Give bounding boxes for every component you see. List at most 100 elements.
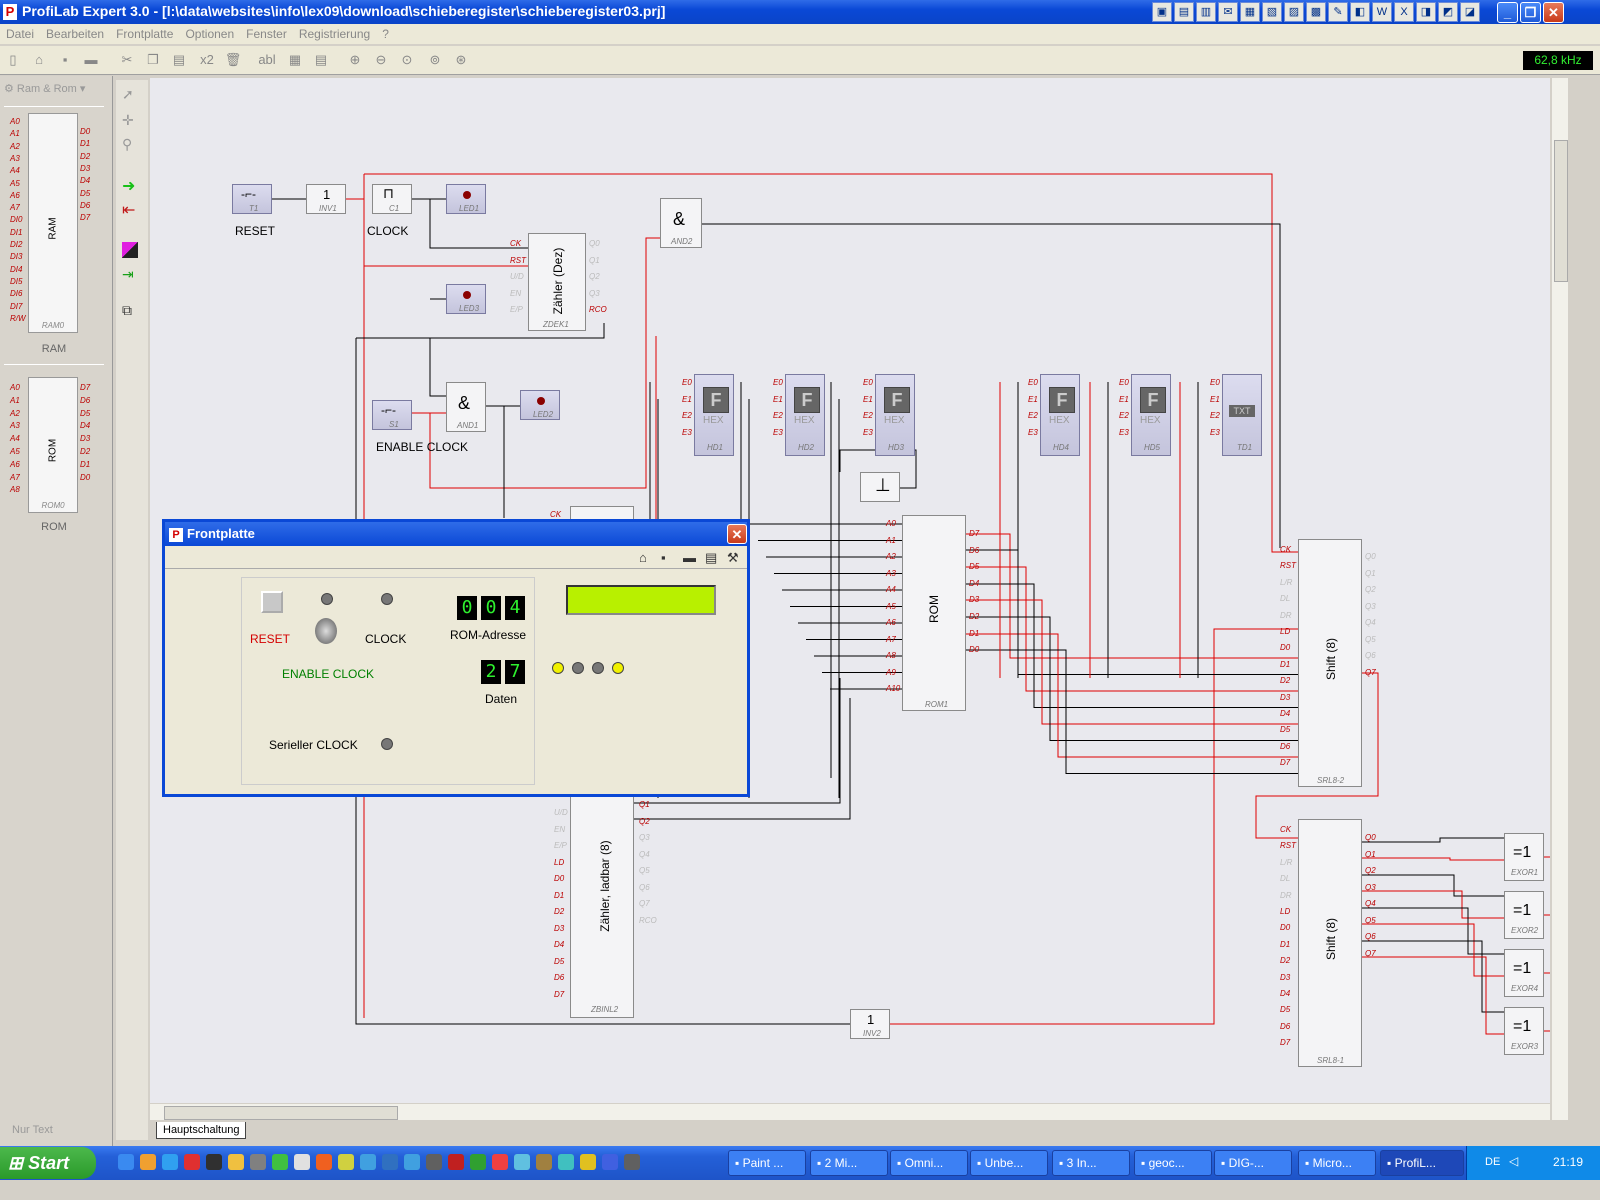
clipboard-icon[interactable]: ▤: [705, 550, 718, 565]
zoom-out-icon[interactable]: ⊖: [375, 52, 387, 67]
crosshair-icon[interactable]: ✛: [122, 112, 134, 128]
paste-icon[interactable]: ▤: [172, 52, 186, 67]
quicklaunch-app-icon[interactable]: [492, 1154, 508, 1170]
quicklaunch-app-icon[interactable]: [514, 1154, 530, 1170]
quicklaunch-app-icon[interactable]: [360, 1154, 376, 1170]
menu-fenster[interactable]: Fenster: [246, 27, 287, 41]
connector-icon[interactable]: ⇥: [122, 266, 134, 282]
magnifier-icon[interactable]: ⚲: [122, 136, 133, 152]
ground-symbol[interactable]: ⊥: [860, 472, 900, 502]
minimize-button[interactable]: _: [1497, 2, 1518, 23]
loadable-counter[interactable]: Zähler, ladbar (8) ZBINL2: [570, 788, 634, 1018]
inverter-1[interactable]: 1 INV1: [306, 184, 346, 214]
toggle-switch[interactable]: [315, 618, 337, 644]
zoom-fit-icon[interactable]: ⊙: [401, 52, 413, 67]
schematic-canvas[interactable]: -⌐- T1 RESET 1 INV1 ⊓ C1 CLOCK LED1 & AN…: [150, 78, 1550, 1103]
library-selector[interactable]: ⚙ Ram & Rom ▾: [4, 82, 104, 100]
start-button[interactable]: ⊞ Start: [0, 1147, 96, 1179]
app-shortcut-icon[interactable]: ▥: [1196, 2, 1216, 22]
taskbar-button[interactable]: ▪ Unbe...: [970, 1150, 1048, 1176]
text-only-toggle[interactable]: Nur Text: [12, 1124, 53, 1136]
quicklaunch-app-icon[interactable]: [404, 1154, 420, 1170]
volume-icon[interactable]: ◁: [1509, 1154, 1519, 1168]
taskbar-button[interactable]: ▪ Micro...: [1298, 1150, 1376, 1176]
quicklaunch-app-icon[interactable]: [382, 1154, 398, 1170]
menu-frontplatte[interactable]: Frontplatte: [116, 27, 174, 41]
quicklaunch-app-icon[interactable]: [228, 1154, 244, 1170]
quicklaunch-app-icon[interactable]: [184, 1154, 200, 1170]
language-indicator[interactable]: DE: [1485, 1156, 1501, 1168]
delete-icon[interactable]: 🗑: [224, 52, 242, 67]
restore-button[interactable]: ❐: [1520, 2, 1541, 23]
app-shortcut-icon[interactable]: ▧: [1262, 2, 1282, 22]
list-icon[interactable]: ▤: [314, 52, 328, 67]
quicklaunch-app-icon[interactable]: [294, 1154, 310, 1170]
app-shortcut-icon[interactable]: ▤: [1174, 2, 1194, 22]
app-shortcut-icon[interactable]: ◧: [1350, 2, 1370, 22]
zoom-all-icon[interactable]: ⊛: [455, 52, 467, 67]
horizontal-scrollbar[interactable]: [150, 1104, 1550, 1120]
reset-button[interactable]: [261, 591, 283, 613]
taskbar-button[interactable]: ▪ 2 Mi...: [810, 1150, 888, 1176]
menu-optionen[interactable]: Optionen: [185, 27, 235, 41]
led-2[interactable]: LED2: [520, 390, 560, 420]
quicklaunch-app-icon[interactable]: [162, 1154, 178, 1170]
app-shortcut-icon[interactable]: ▨: [1284, 2, 1304, 22]
quicklaunch-app-icon[interactable]: [272, 1154, 288, 1170]
folder-icon[interactable]: ⌂: [639, 550, 647, 565]
quicklaunch-app-icon[interactable]: [250, 1154, 266, 1170]
quicklaunch-app-icon[interactable]: [580, 1154, 596, 1170]
shift-register-1[interactable]: Shift (8) SRL8-1: [1298, 819, 1362, 1067]
start-simulation-icon[interactable]: ➜: [122, 178, 136, 195]
app-shortcut-icon[interactable]: ▦: [1240, 2, 1260, 22]
led-1[interactable]: LED1: [446, 184, 486, 214]
clock-generator[interactable]: ⊓ C1: [372, 184, 412, 214]
note-icon[interactable]: ✎: [1328, 2, 1348, 22]
open-folder-icon[interactable]: ⌂: [35, 52, 43, 67]
label-tool-icon[interactable]: [122, 242, 138, 258]
close-button[interactable]: ✕: [1543, 2, 1564, 23]
stop-simulation-icon[interactable]: ⇤: [122, 202, 136, 219]
menu-datei[interactable]: Datei: [6, 27, 35, 41]
tools-icon[interactable]: ⚒: [727, 550, 739, 565]
print-icon[interactable]: ▬: [84, 52, 98, 67]
zoom-page-icon[interactable]: ⊚: [429, 52, 441, 67]
quicklaunch-app-icon[interactable]: [470, 1154, 486, 1170]
quicklaunch-app-icon[interactable]: [448, 1154, 464, 1170]
zoom-in-icon[interactable]: ⊕: [349, 52, 361, 67]
print-icon[interactable]: ▬: [683, 550, 696, 565]
scroll-thumb[interactable]: [1554, 140, 1568, 282]
duplicate-button[interactable]: x2: [200, 52, 214, 67]
text-tool-button[interactable]: abl: [258, 52, 276, 67]
quicklaunch-app-icon[interactable]: [140, 1154, 156, 1170]
quicklaunch-app-icon[interactable]: [338, 1154, 354, 1170]
pointer-icon[interactable]: ➚: [122, 86, 134, 102]
quicklaunch-app-icon[interactable]: [118, 1154, 134, 1170]
enable-switch[interactable]: -⌐- S1: [372, 400, 412, 430]
quicklaunch-app-icon[interactable]: [624, 1154, 640, 1170]
taskbar-button[interactable]: ▪ Paint ...: [728, 1150, 806, 1176]
menu-bearbeiten[interactable]: Bearbeiten: [46, 27, 105, 41]
taskbar-button[interactable]: ▪ 3 In...: [1052, 1150, 1130, 1176]
menu-registrierung[interactable]: Registrierung: [298, 27, 371, 41]
cut-icon[interactable]: ✂: [121, 52, 133, 67]
decade-counter[interactable]: Zähler (Dez) ZDEK1: [528, 233, 586, 331]
inverter-2[interactable]: 1 INV2: [850, 1009, 890, 1039]
menu-help[interactable]: ?: [382, 27, 389, 41]
quicklaunch-app-icon[interactable]: [426, 1154, 442, 1170]
reset-push-button[interactable]: -⌐- T1: [232, 184, 272, 214]
new-file-icon[interactable]: ▯: [9, 52, 17, 67]
taskbar-button[interactable]: ▪ DIG-...: [1214, 1150, 1292, 1176]
app-shortcut-icon[interactable]: ▣: [1152, 2, 1172, 22]
tab-hauptschaltung[interactable]: Hauptschaltung: [156, 1122, 247, 1139]
vertical-scrollbar[interactable]: [1552, 78, 1568, 1120]
quicklaunch-app-icon[interactable]: [206, 1154, 222, 1170]
